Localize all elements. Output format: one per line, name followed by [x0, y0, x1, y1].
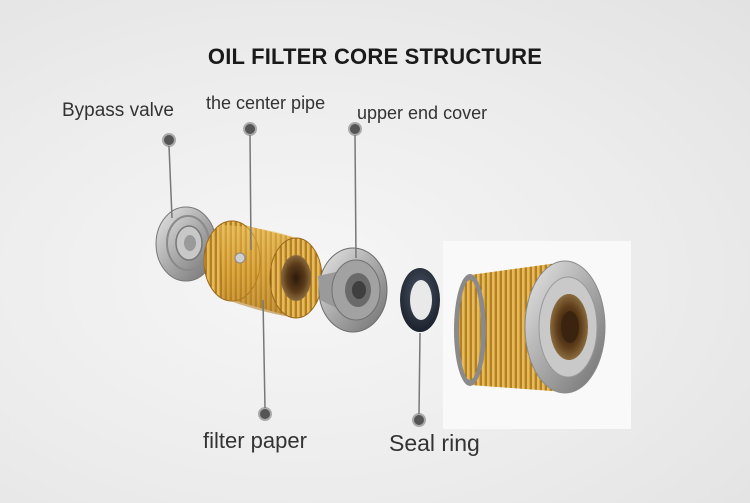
label-bypass-valve: Bypass valve — [62, 100, 174, 121]
label-center-pipe: the center pipe — [206, 93, 326, 113]
diagram-title: OIL FILTER CORE STRUCTURE — [207, 44, 543, 69]
label-seal-ring: Seal ring — [389, 430, 480, 456]
leader-upper-end-cover — [348, 122, 362, 259]
filter-paper-core-part — [203, 220, 323, 319]
leader-bypass-valve — [162, 133, 176, 219]
upper-end-cover-part — [318, 247, 388, 333]
bypass-valve-part — [155, 206, 217, 282]
leader-seal-ring — [412, 332, 426, 427]
seal-ring-part — [400, 268, 440, 332]
leader-center-pipe — [243, 122, 257, 251]
assembled-filter-photo — [443, 241, 631, 429]
leader-filter-paper — [258, 299, 272, 421]
label-filter-paper: filter paper — [203, 428, 307, 453]
label-upper-end-cover: upper end cover — [357, 103, 488, 123]
